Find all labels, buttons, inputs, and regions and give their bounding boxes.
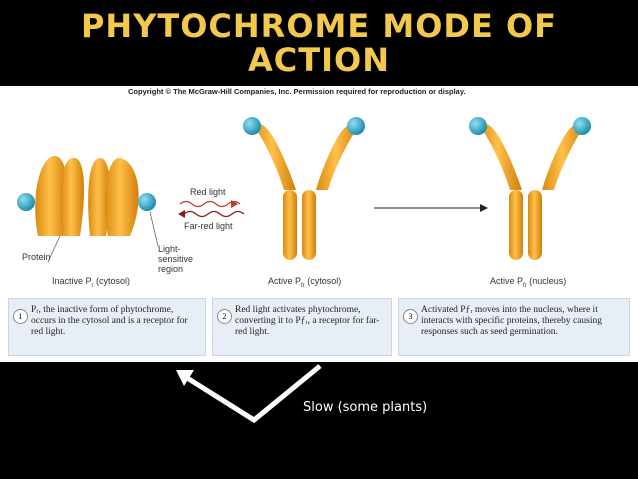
title-line-2: ACTION [248, 41, 390, 79]
transport-arrow [374, 204, 488, 212]
copyright-notice: Copyright © The McGraw-Hill Companies, I… [128, 87, 466, 96]
protein-label: Protein [22, 252, 51, 262]
reversion-arrow [176, 364, 322, 424]
caption-text: Pᵣ, the inactive form of phytochrome, oc… [31, 305, 188, 337]
caption-step-2: 2 Red light activates phytochrome, conve… [212, 298, 392, 356]
far-red-light-label: Far-red light [184, 221, 233, 231]
chromophore-icon [243, 117, 261, 135]
inactive-pr-molecule [17, 156, 159, 263]
active-pfr-cytosol-molecule [243, 117, 365, 260]
light-sensitive-region-label: Light- sensitive region [158, 244, 194, 274]
chromophore-icon [347, 117, 365, 135]
step-number: 3 [403, 309, 418, 324]
chromophore-icon [138, 193, 156, 211]
active-pfr-nucleus-molecule [469, 117, 591, 260]
caption-text: Activated Pƒᵣ moves into the nucleus, wh… [421, 305, 602, 337]
caption-step-3: 3 Activated Pƒᵣ moves into the nucleus, … [398, 298, 630, 356]
chromophore-icon [17, 193, 35, 211]
figure-panel: Copyright © The McGraw-Hill Companies, I… [0, 86, 638, 362]
chromophore-icon [573, 117, 591, 135]
chromophore-icon [469, 117, 487, 135]
active-pfr-cytosol-label: Active Pfr (cytosol) [268, 276, 342, 289]
step-number: 2 [217, 309, 232, 324]
light-conversion-arrows [178, 200, 245, 218]
slow-annotation: Slow (some plants) [303, 400, 428, 415]
phytochrome-diagram [17, 117, 591, 263]
caption-step-1: 1 Pᵣ, the inactive form of phytochrome, … [8, 298, 206, 356]
caption-text: Red light activates phytochrome, convert… [235, 305, 380, 337]
red-light-label: Red light [190, 187, 226, 197]
slide-title: PHYTOCHROME MODE OF ACTION [0, 6, 638, 80]
inactive-pr-label: Inactive Pr (cytosol) [52, 276, 131, 289]
title-line-1: PHYTOCHROME MODE OF [80, 7, 558, 45]
active-pfr-nucleus-label: Active Pfr (nucleus) [490, 276, 567, 289]
step-number: 1 [13, 309, 28, 324]
